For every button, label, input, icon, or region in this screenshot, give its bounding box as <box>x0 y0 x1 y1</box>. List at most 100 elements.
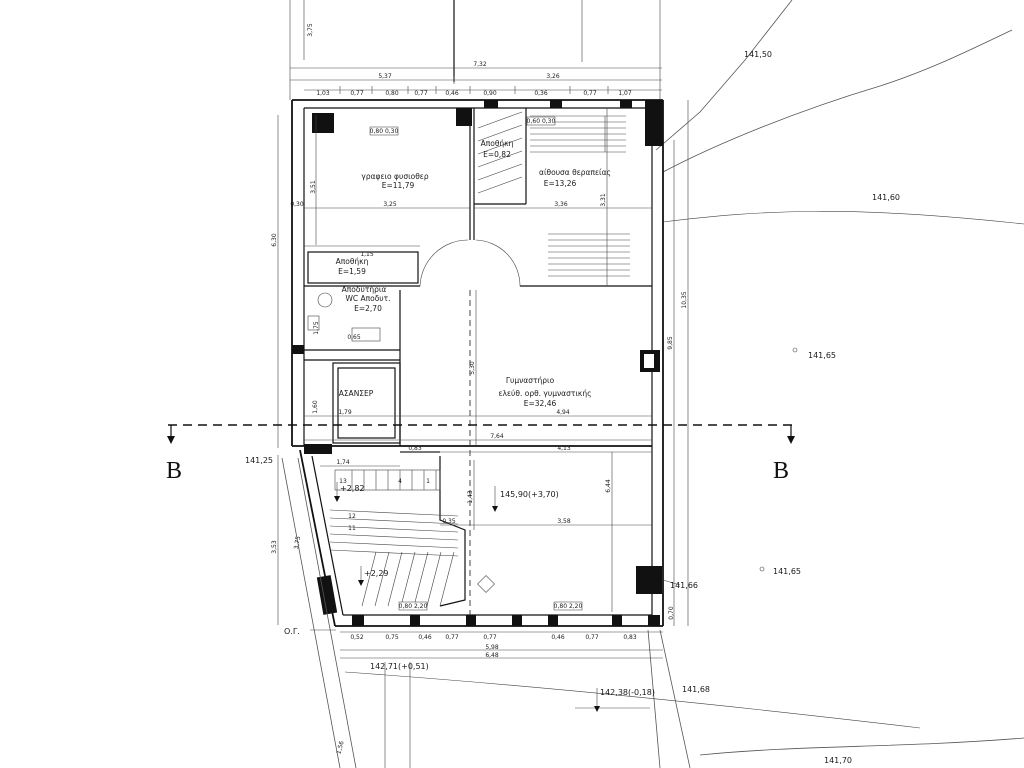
stair-step <box>361 551 377 607</box>
dimension-label: 0,83 <box>408 445 422 452</box>
hatch-line <box>477 111 523 129</box>
dimension-label: 7,32 <box>473 61 487 68</box>
section-label-right: B <box>773 458 789 484</box>
dimension-label: 0,80 <box>385 90 399 97</box>
plot-boundary-line <box>655 0 793 151</box>
dimension-label: 5,30 <box>469 361 476 375</box>
level-label: 142,38(-0,18) <box>600 688 655 697</box>
bench-icon <box>307 315 320 331</box>
hatch-line <box>477 124 523 142</box>
dimension-label: 3,75 <box>293 535 302 550</box>
elevator-shaft-outer <box>332 362 401 444</box>
dimension-label: 3,31 <box>600 193 607 207</box>
dimension-label: 0,77 <box>583 90 597 97</box>
site-lines-bottom <box>281 347 1024 768</box>
door-swing <box>475 239 521 287</box>
arrow-head-icon <box>334 496 340 502</box>
dimension-label: 1,03 <box>316 90 330 97</box>
dimension-label: 6,30 <box>271 233 278 247</box>
dimension-label: 0,83 <box>623 634 637 641</box>
window-mark <box>352 615 364 626</box>
stair-step <box>329 549 459 557</box>
stair-numbers: 13 4 1 12 11 <box>339 478 430 532</box>
stair-step <box>329 517 459 525</box>
dimension-lines <box>277 100 689 659</box>
room-name-elevator: ΑΣΑΝΣΕΡ <box>339 389 374 398</box>
dimension-label: 0,36 <box>534 90 548 97</box>
hatch-line <box>477 150 523 168</box>
stair-step <box>329 533 459 541</box>
hatch-line <box>477 137 523 155</box>
column <box>456 108 472 126</box>
stair-number: 11 <box>348 525 356 532</box>
dimension-label: 0,90 <box>483 90 497 97</box>
dimension-label: 3,36 <box>554 201 568 208</box>
elevation-label: 141,25 <box>245 456 273 465</box>
dimension-label: 0,77 <box>414 90 428 97</box>
dimension-label: 1,56 <box>335 740 345 755</box>
window-mark <box>484 100 498 108</box>
window-mark <box>620 100 632 108</box>
stair-step <box>374 551 390 607</box>
stair-step <box>400 551 416 607</box>
dimension-label: 3,25 <box>383 201 397 208</box>
room-area-storage: Ε=1,59 <box>338 267 366 276</box>
arrow-head-icon <box>358 580 364 586</box>
dimension-label: 3,53 <box>271 540 278 554</box>
level-labels: 145,90(+3,70) +2,82 +2,29 142,71(+0,51) … <box>340 484 655 697</box>
room-area-gym: Ε=32,46 <box>524 399 557 408</box>
arrow-down-icon <box>167 436 175 444</box>
window-mark <box>410 615 420 626</box>
window-mark <box>512 615 522 626</box>
dimension-label: 0,80 2,20 <box>554 603 583 610</box>
building-line-label: Ο.Γ. <box>284 627 300 636</box>
elevator-shaft-inner <box>337 367 396 439</box>
stair-flight <box>334 469 441 491</box>
stair-number: 12 <box>348 513 356 520</box>
survey-point <box>759 566 765 572</box>
contour-line <box>662 29 1013 173</box>
toilet-icon <box>317 292 333 308</box>
dimension-label: 1,60 <box>312 400 319 414</box>
stair-step <box>329 525 459 533</box>
dimension-label: 1,43 <box>467 490 474 504</box>
stair-number: 13 <box>339 478 347 485</box>
room-area-storage-small: Ε=0,82 <box>483 150 511 159</box>
dimension-label: 3,51 <box>310 180 317 194</box>
dimension-label: 0,77 <box>483 634 497 641</box>
level-arrows <box>334 482 600 712</box>
top-dimension-lines <box>290 67 662 94</box>
room-name-wc: Αποδυτήρια <box>342 285 387 294</box>
arrow-head-icon <box>492 506 498 512</box>
stair-step <box>329 509 459 517</box>
dimension-label: 3,75 <box>307 23 314 37</box>
dimension-label: 6,48 <box>485 652 499 659</box>
arrow-down-icon <box>787 436 795 444</box>
dimension-label: 5,37 <box>378 73 392 80</box>
opening-box <box>369 126 399 136</box>
hatch-line <box>477 163 523 181</box>
level-label: 145,90(+3,70) <box>500 490 559 499</box>
window-mark <box>648 615 660 626</box>
survey-point <box>792 347 798 353</box>
stair-number: 4 <box>398 478 402 485</box>
dimension-label: 0,60 0,30 <box>527 118 556 125</box>
arrow-head-icon <box>594 706 600 712</box>
site-lines-top <box>289 0 1024 225</box>
opening-box <box>526 116 556 126</box>
elevation-label: 141,60 <box>872 193 900 202</box>
level-label: +2,82 <box>340 484 365 493</box>
dimension-label: 0,30 <box>290 201 304 208</box>
room-name-office: γραφειο φυσιοθερ <box>361 172 428 181</box>
entrance-marker <box>477 575 495 593</box>
stairs-main <box>329 470 459 607</box>
stair-wall <box>439 456 466 607</box>
building-walls <box>291 99 664 627</box>
opening-box <box>398 601 428 611</box>
dimension-label: 0,80 2,20 <box>399 603 428 610</box>
dimension-label: 1,79 <box>338 409 352 416</box>
dimension-label: 4,13 <box>557 445 571 452</box>
site-line <box>297 457 357 768</box>
column <box>636 566 662 594</box>
column <box>312 113 334 133</box>
